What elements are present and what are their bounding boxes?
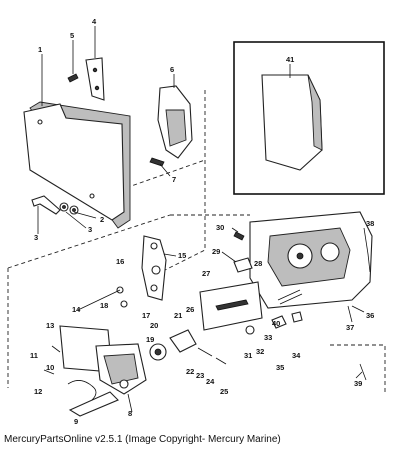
- callout-33: 33: [264, 333, 272, 342]
- callout-18: 18: [100, 301, 108, 310]
- callout-4: 4: [92, 17, 97, 26]
- callout-34: 34: [292, 351, 301, 360]
- callout-30: 30: [216, 223, 224, 232]
- callout-22: 22: [186, 367, 194, 376]
- callout-17: 17: [142, 311, 150, 320]
- callout-20: 20: [150, 321, 158, 330]
- callout-16: 16: [116, 257, 124, 266]
- callout-37: 37: [346, 323, 354, 332]
- callout-25: 25: [220, 387, 228, 396]
- assembly-boundary-lines: [7, 90, 386, 395]
- callout-3a: 3: [34, 233, 38, 242]
- callout-9: 9: [74, 417, 78, 426]
- callout-29: 29: [212, 247, 220, 256]
- bracket: [67, 57, 105, 101]
- callout-11: 11: [30, 351, 38, 360]
- callout-6: 6: [170, 65, 174, 74]
- callout-24: 24: [206, 377, 215, 386]
- callout-23: 23: [196, 371, 204, 380]
- callout-27: 27: [202, 269, 210, 278]
- callout-32: 32: [256, 347, 264, 356]
- copyright-caption: MercuryPartsOnline v2.5.1 (Image Copyrig…: [4, 434, 281, 445]
- exploded-parts-diagram: 1 2 3 3 4 5 6 7 8 9 10 11 12 13 14 15 16…: [7, 17, 386, 426]
- linkage-bracket: [141, 235, 167, 301]
- cam-plate: [199, 281, 263, 331]
- callout-21: 21: [174, 311, 182, 320]
- callout-28: 28: [254, 259, 262, 268]
- callout-36: 36: [366, 311, 374, 320]
- callout-19: 19: [146, 335, 154, 344]
- callout-leaders: [37, 26, 369, 413]
- callout-31: 31: [244, 351, 252, 360]
- inset-box: [233, 41, 385, 195]
- callout-7: 7: [172, 175, 176, 184]
- callout-3b: 3: [88, 225, 92, 234]
- callout-8: 8: [128, 409, 132, 418]
- callout-14: 14: [72, 305, 81, 314]
- callout-1: 1: [38, 45, 42, 54]
- callout-5: 5: [70, 31, 74, 40]
- callout-35: 35: [276, 363, 284, 372]
- bolt-and-washers: [31, 195, 79, 215]
- callout-13: 13: [46, 321, 54, 330]
- callout-39: 39: [354, 379, 362, 388]
- lever-assembly: [59, 325, 197, 417]
- main-housing: [233, 211, 373, 309]
- small-hardware: [43, 253, 371, 381]
- callout-41: 41: [286, 55, 294, 64]
- callout-2: 2: [100, 215, 104, 224]
- callout-labels: 1 2 3 3 4 5 6 7 8 9 10 11 12 13 14 15 16…: [30, 17, 374, 426]
- callout-38: 38: [366, 219, 374, 228]
- gear-cover: [149, 85, 193, 167]
- cover-plate: [23, 101, 131, 229]
- callout-40: 40: [272, 319, 280, 328]
- callout-12: 12: [34, 387, 42, 396]
- callout-10: 10: [46, 363, 54, 372]
- callout-15: 15: [178, 251, 186, 260]
- callout-26: 26: [186, 305, 194, 314]
